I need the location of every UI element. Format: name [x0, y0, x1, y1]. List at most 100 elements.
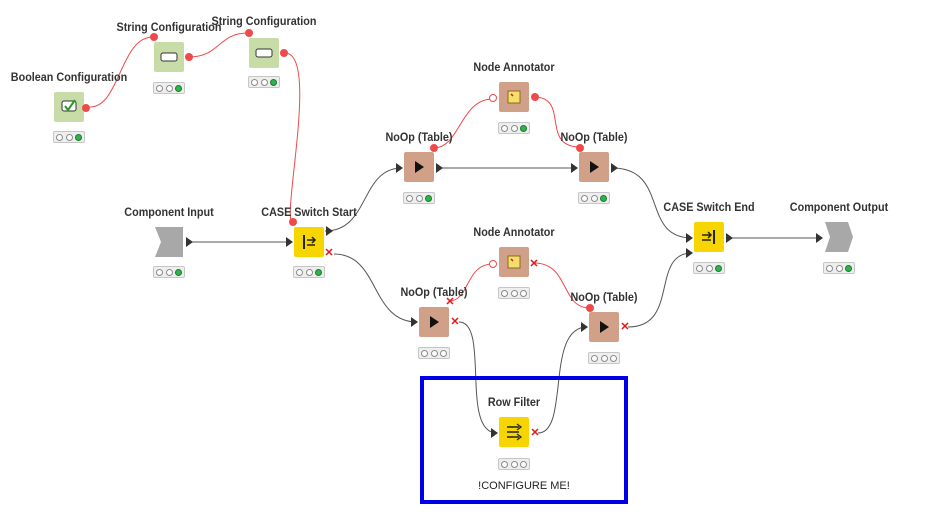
node-annotation[interactable]: !CONFIGURE ME! — [478, 480, 570, 492]
node-label: Component Input — [124, 205, 214, 219]
data-in-port[interactable] — [816, 233, 823, 243]
case-switch-start-icon[interactable] — [294, 227, 324, 257]
flowvar-connection — [533, 262, 591, 309]
flow-variable-in-port[interactable] — [489, 94, 497, 102]
flow-variable-port[interactable] — [82, 104, 90, 112]
flow-variable-port[interactable] — [245, 29, 253, 37]
data-in-port-top[interactable] — [686, 233, 693, 243]
node-status-indicator — [53, 131, 85, 143]
node-status-indicator — [153, 82, 185, 94]
node-node-annotator-top[interactable]: Node Annotator — [469, 60, 559, 134]
data-in-port[interactable] — [571, 163, 578, 173]
node-string-configuration-1[interactable]: String Configuration — [117, 20, 221, 94]
row-filter-icon[interactable] — [499, 417, 529, 447]
data-connection — [611, 167, 693, 239]
node-annotator-icon[interactable] — [499, 82, 529, 112]
node-status-indicator — [578, 192, 610, 204]
node-label: NoOp (Table) — [400, 285, 468, 299]
data-in-port-bottom[interactable] — [686, 248, 693, 258]
flow-variable-port[interactable] — [185, 53, 193, 61]
flow-variable-port[interactable] — [576, 144, 584, 152]
boolean-config-icon[interactable] — [54, 92, 84, 122]
flow-variable-port[interactable] — [430, 144, 438, 152]
node-status-indicator — [153, 266, 185, 278]
data-connection — [627, 252, 693, 328]
node-status-indicator — [418, 347, 450, 359]
data-out-port[interactable] — [726, 233, 733, 243]
data-connection — [537, 326, 588, 434]
node-label: NoOp (Table) — [560, 130, 628, 144]
node-boolean-configuration[interactable]: Boolean Configuration — [11, 70, 127, 143]
inactive-port-icon[interactable]: ✕ — [530, 427, 540, 439]
node-row-filter[interactable]: Row Filter ✕ — [469, 395, 559, 470]
flow-variable-port[interactable] — [150, 33, 158, 41]
flowvar-connection — [533, 96, 581, 148]
node-noop-table-bottom-right[interactable]: NoOp (Table) ✕ — [559, 290, 649, 364]
data-in-port[interactable] — [491, 428, 498, 438]
case-switch-end-icon[interactable] — [694, 222, 724, 252]
noop-table-icon[interactable] — [419, 307, 449, 337]
inactive-port-icon[interactable]: ✕ — [450, 316, 460, 328]
inactive-port-icon[interactable]: ✕ — [324, 247, 334, 259]
data-out-port[interactable] — [186, 237, 193, 247]
data-out-port[interactable] — [436, 163, 443, 173]
data-in-port[interactable] — [286, 237, 293, 247]
node-component-input[interactable]: Component Input — [124, 205, 214, 278]
node-case-switch-end[interactable]: CASE Switch End — [663, 200, 755, 274]
node-label: String Configuration — [116, 20, 222, 34]
node-status-indicator — [498, 122, 530, 134]
data-in-port[interactable] — [411, 317, 418, 327]
inactive-port-icon[interactable]: ✕ — [620, 321, 630, 333]
string-config-icon[interactable] — [154, 42, 184, 72]
flow-variable-port[interactable] — [586, 304, 594, 312]
data-connection — [333, 253, 418, 323]
node-noop-table-top-left[interactable]: NoOp (Table) — [374, 130, 464, 204]
data-out-port[interactable] — [611, 163, 618, 173]
flow-variable-in-port[interactable] — [489, 260, 497, 268]
node-label: Node Annotator — [473, 225, 555, 239]
node-node-annotator-bottom[interactable]: Node Annotator ✕ — [469, 225, 559, 299]
node-label: NoOp (Table) — [385, 130, 453, 144]
node-component-output[interactable]: Component Output — [790, 200, 888, 274]
node-noop-table-top-right[interactable]: NoOp (Table) — [549, 130, 639, 204]
node-status-indicator — [293, 266, 325, 278]
node-status-indicator — [823, 262, 855, 274]
noop-table-icon[interactable] — [404, 152, 434, 182]
inactive-port-icon[interactable]: ✕ — [529, 258, 539, 270]
node-annotator-icon[interactable] — [499, 247, 529, 277]
node-status-indicator — [693, 262, 725, 274]
flowvar-connection — [89, 36, 154, 108]
node-label: Component Output — [789, 200, 889, 214]
node-noop-table-bottom-left[interactable]: NoOp (Table) ✕ ✕ — [389, 285, 479, 359]
noop-table-icon[interactable] — [589, 312, 619, 342]
inactive-port-icon[interactable]: ✕ — [445, 296, 455, 308]
node-case-switch-start[interactable]: CASE Switch Start ✕ — [261, 205, 357, 278]
node-status-indicator — [498, 458, 530, 470]
flow-variable-port[interactable] — [289, 218, 297, 226]
component-output-icon[interactable] — [824, 222, 854, 252]
component-input-icon[interactable] — [154, 227, 184, 257]
node-status-indicator — [248, 76, 280, 88]
flowvar-connection — [448, 263, 494, 302]
node-label: Row Filter — [487, 395, 541, 409]
node-status-indicator — [498, 287, 530, 299]
node-label: String Configuration — [211, 14, 317, 28]
flowvar-connection — [433, 98, 494, 149]
selection-box — [420, 376, 628, 504]
data-in-port[interactable] — [581, 322, 588, 332]
flow-variable-out-port[interactable] — [531, 93, 539, 101]
string-config-icon[interactable] — [249, 38, 279, 68]
data-in-port[interactable] — [396, 163, 403, 173]
node-label: NoOp (Table) — [570, 290, 638, 304]
flowvar-connection — [188, 32, 249, 58]
noop-table-icon[interactable] — [579, 152, 609, 182]
node-label: CASE Switch Start — [261, 205, 357, 219]
data-out-port-top[interactable] — [326, 226, 333, 236]
node-label: CASE Switch End — [663, 200, 755, 214]
node-label: Boolean Configuration — [10, 70, 128, 84]
flowvar-connection — [284, 52, 301, 224]
flow-variable-port[interactable] — [280, 49, 288, 57]
node-string-configuration-2[interactable]: String Configuration — [212, 14, 316, 88]
node-label: Node Annotator — [473, 60, 555, 74]
node-status-indicator — [588, 352, 620, 364]
